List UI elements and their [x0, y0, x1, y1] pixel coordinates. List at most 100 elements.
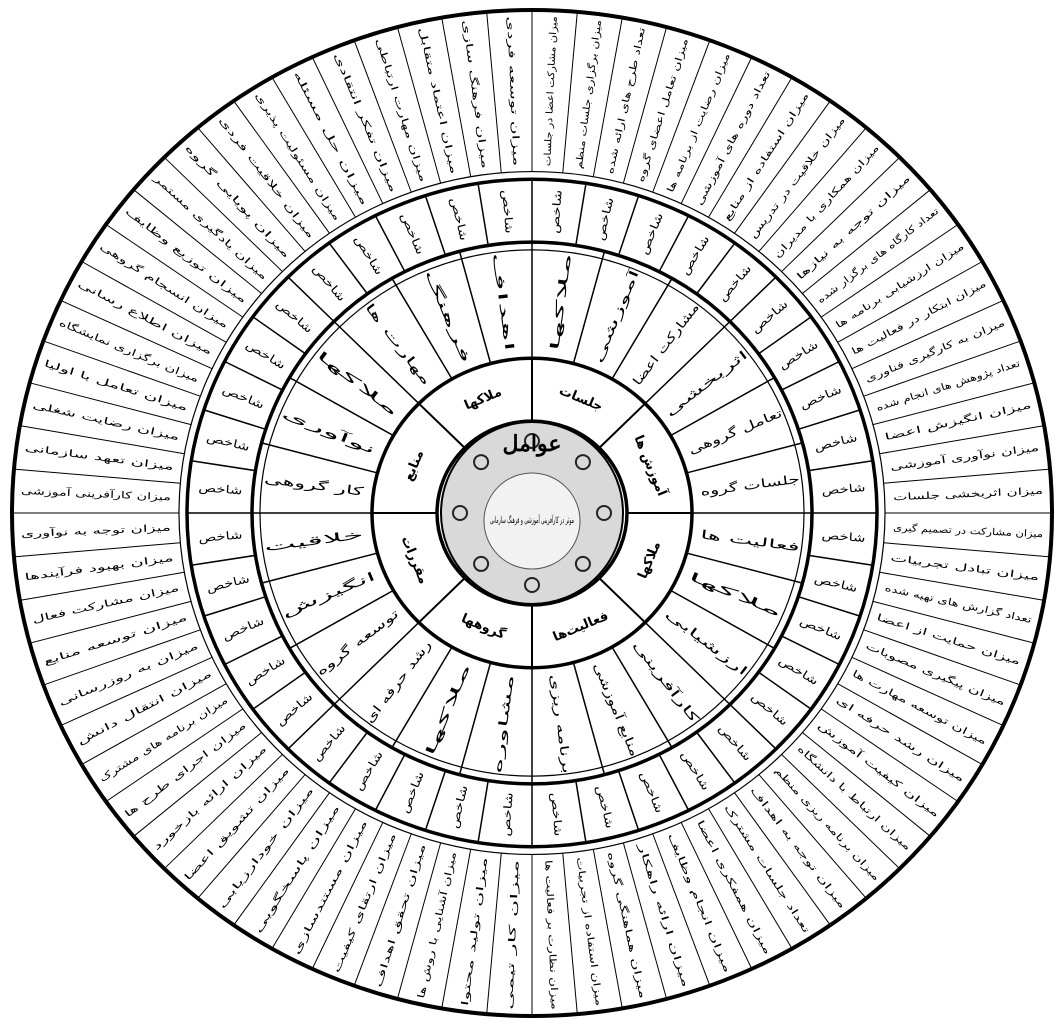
outer-divider: [487, 853, 502, 1014]
indicator-label: شاخص: [499, 792, 515, 837]
criteria-label: مهارت ها: [361, 300, 434, 388]
indicator-divider: [798, 597, 860, 616]
indicator-label: شاخص: [637, 769, 666, 815]
indicator-label: شاخص: [593, 196, 616, 242]
criteria-label: ملاکها: [314, 347, 402, 419]
indicator-label: شاخص: [749, 690, 791, 728]
outer-label: میزان نوآوری آموزشی: [889, 441, 1039, 473]
outer-label: میزان تولید محتوا: [460, 857, 490, 1007]
indicator-label: شاخص: [243, 654, 287, 688]
indicator-label: شاخص: [273, 690, 315, 728]
core-caption: موثر در کارآفرینی آموزشی و فرهنگ سازمانی: [490, 514, 574, 526]
outer-label: میزان اعتماد متقابل: [416, 26, 459, 175]
outer-label: میزان انگیزش اعضا: [884, 399, 1033, 443]
outer-label: تعداد جلسات مشترک: [722, 803, 812, 936]
indicator-label: شاخص: [198, 481, 243, 497]
criteria-label: اهداف: [490, 252, 517, 353]
outer-label: میزان اطلاع رسانی: [76, 279, 214, 358]
indicator-label: شاخص: [273, 297, 315, 335]
outer-divider: [563, 12, 578, 173]
indicator-divider: [576, 781, 586, 843]
criteria-label: ملاکها: [686, 569, 784, 620]
outer-label: میزان همفکری اعضا: [694, 818, 773, 956]
factor-label: گروهها: [459, 610, 508, 643]
indicator-divider: [798, 410, 860, 429]
indicator-label: شاخص: [813, 431, 859, 454]
criteria-label: منابع آموزشی: [590, 660, 643, 759]
factor-label: ملاکها: [635, 539, 664, 581]
criteria-label: مشارکت اعضا: [630, 300, 703, 388]
outer-label: میزان کار تیمی: [504, 860, 522, 1010]
outer-label: میزان انتقال دانش: [76, 668, 214, 747]
indicator-label: شاخص: [749, 297, 791, 335]
outer-label: تعداد طرح های ارائه شده: [605, 26, 648, 175]
indicator-divider: [191, 555, 255, 565]
indicator-divider: [204, 597, 266, 616]
outer-label: میزان توسعه فردی: [504, 16, 522, 166]
outer-label: میزان هماهنگی گروه: [605, 851, 649, 1000]
criteria-label: جلسات گروه: [700, 472, 801, 500]
outer-label: میزان مشارکت در تصمیم گیری: [893, 522, 1043, 541]
criteria-label: آموزشی: [590, 266, 644, 366]
criteria-label: کار گروهی: [263, 472, 365, 500]
criteria-label: انگیزش: [280, 569, 378, 621]
indicator-label: شاخص: [205, 431, 251, 454]
outer-label: میزان کیفیت آموزش: [815, 718, 942, 820]
criteria-label: رشد حرفه ای: [362, 638, 435, 727]
criteria-label: برنامه ریزی: [546, 674, 574, 775]
outer-label: میزان اثربخشی جلسات: [893, 486, 1043, 504]
criteria-label: فعالیت ها: [700, 527, 801, 554]
indicator-label: شاخص: [243, 338, 287, 372]
indicator-divider: [191, 461, 255, 471]
outer-label: تعداد کارگاه های برگزار شده: [815, 205, 942, 306]
outer-label: میزان مسئولیت پذیری: [253, 91, 343, 223]
outer-divider: [487, 12, 502, 173]
outer-label: میزان نظارت بر فعالیت ها: [542, 860, 560, 1010]
outer-label: میزان فرهنگ سازی: [460, 19, 491, 169]
factor-divider: [419, 578, 465, 622]
criteria-label: فرهنگ: [421, 268, 473, 366]
indicator-label: شاخص: [776, 338, 820, 372]
outer-label: میزان یادگیری مستمر: [150, 171, 270, 282]
indicator-label: شاخص: [310, 262, 348, 304]
outer-label: میزان استفاده از تجربیات: [574, 857, 604, 1007]
outer-divider: [884, 469, 1050, 483]
indicator-label: شاخص: [813, 572, 859, 595]
indicator-divider: [478, 183, 488, 245]
criteria-label: ملاکها: [547, 252, 574, 353]
indicator-label: شاخص: [352, 233, 386, 277]
indicator-label: شاخص: [398, 211, 427, 257]
indicator-label: شاخص: [678, 233, 712, 277]
indicator-label: شاخص: [205, 572, 251, 595]
indicator-label: شاخص: [776, 654, 820, 688]
outer-divider: [14, 469, 180, 483]
factor-label: ملاکها: [462, 385, 504, 414]
factor-label: آموزش ها: [631, 432, 672, 499]
outer-label: میزان استفاده از منابع: [722, 91, 812, 223]
outer-label: میزان انسجام گروهی: [98, 240, 231, 331]
outer-label: میزان پاسخگویی: [252, 802, 343, 935]
indicator-label: شاخص: [499, 189, 515, 234]
indicator-label: شاخص: [548, 792, 564, 837]
criteria-label: نوآوری: [279, 405, 378, 458]
factor-label: جلسات: [557, 383, 605, 414]
criteria-label: مشاوره: [490, 674, 518, 775]
outer-label: میزان برنامه های مشترک: [98, 695, 230, 785]
outer-label: میزان آشنایی با روش ها: [414, 850, 459, 999]
indicator-label: شاخص: [678, 749, 712, 793]
outer-label: میزان تعهد سازمانی: [24, 443, 174, 473]
outer-label: میزان رضایت شغلی: [31, 400, 180, 443]
indicator-label: شاخص: [821, 529, 866, 545]
outer-divider: [563, 853, 578, 1014]
indicator-label: شاخص: [198, 529, 243, 545]
indicator-divider: [204, 410, 266, 429]
indicator-divider: [478, 781, 488, 843]
indicator-divider: [619, 771, 639, 831]
outer-label: میزان مشارکت فعال: [31, 583, 180, 626]
outer-label: میزان کارآفرینی آموزشی: [21, 484, 171, 504]
factor-label: فعالیت‌ها: [551, 609, 611, 645]
outer-label: تعداد دوره های آموزشی: [692, 68, 773, 208]
outer-label: میزان بهبود فرآیندها: [24, 551, 174, 583]
indicator-divider: [809, 555, 873, 565]
